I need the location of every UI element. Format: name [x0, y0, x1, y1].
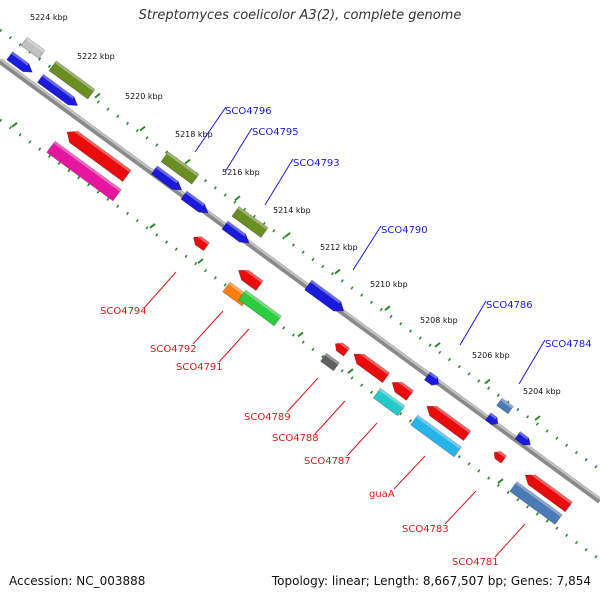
- callout-line: [346, 422, 378, 457]
- genome-backbone: [0, 58, 600, 504]
- gene-feature: [160, 151, 200, 185]
- callout-line: [518, 339, 546, 385]
- scale-tick: [384, 305, 391, 311]
- gene-feature: [231, 206, 269, 238]
- scale-tick: [284, 232, 291, 238]
- callout-line: [286, 377, 319, 413]
- scale-label: 5206 kbp: [472, 351, 510, 360]
- genome-backbone-highlight: [0, 58, 600, 500]
- gene-feature: [485, 412, 499, 426]
- scale-label: 5214 kbp: [273, 206, 311, 215]
- gene-label-bottom: SCO4791: [176, 362, 223, 373]
- scale-label: 5208 kbp: [420, 316, 458, 325]
- scale-tick: [297, 331, 304, 338]
- gene-feature: [423, 371, 439, 386]
- scale-label: 5218 kbp: [175, 130, 213, 139]
- gene-feature: [496, 397, 514, 415]
- gene-feature: [66, 126, 132, 182]
- gene-label-top: SCO4784: [545, 339, 592, 350]
- callout-line: [393, 455, 426, 490]
- gene-label-bottom: SCO4781: [452, 557, 499, 568]
- dotted-guides: [0, 28, 600, 562]
- scale-tick: [434, 342, 441, 348]
- gene-label-bottom: SCO4783: [402, 524, 449, 535]
- gene-label-bottom: guaA: [369, 489, 395, 500]
- accession-text: Accession: NC_003888: [9, 574, 146, 588]
- callout-line: [352, 225, 382, 271]
- scale-tick: [497, 478, 504, 484]
- scale-tick: [347, 368, 354, 374]
- gene-feature: [335, 339, 351, 357]
- callout-line: [144, 271, 177, 308]
- gene-feature: [372, 387, 406, 417]
- gene-label-bottom: SCO4794: [100, 306, 147, 317]
- gene-label-top: SCO4795: [252, 127, 299, 138]
- gene-feature: [524, 470, 573, 513]
- scale-tick: [149, 223, 156, 229]
- gene-label-top: SCO4796: [225, 106, 272, 117]
- gene-feature: [6, 51, 33, 73]
- gene-feature: [221, 220, 250, 244]
- scale-tick: [184, 158, 191, 165]
- gene-feature: [37, 73, 79, 106]
- gene-feature: [353, 349, 391, 384]
- scale-label: 5210 kbp: [370, 280, 408, 289]
- gene-feature: [426, 401, 472, 442]
- scale-labels: 5224 kbp 5222 kbp 5220 kbp 5218 kbp 5216 kbp…: [30, 13, 561, 396]
- scale-tick: [11, 122, 18, 128]
- scale-tick: [234, 195, 241, 202]
- genome-stats: Topology: linear; Length: 8,667,507 bp; …: [271, 574, 591, 588]
- gene-label-bottom: SCO4788: [272, 433, 319, 444]
- gene-features: [6, 37, 573, 525]
- scale-label: 5216 kbp: [222, 168, 260, 177]
- gene-feature: [391, 377, 414, 401]
- callout-line: [218, 328, 250, 363]
- gene-feature: [20, 37, 46, 59]
- scale-tick: [197, 258, 204, 264]
- scale-tick: [94, 92, 101, 99]
- gene-feature: [320, 352, 340, 372]
- callout-line: [224, 127, 253, 173]
- callout-line: [494, 523, 526, 558]
- gene-callouts: [144, 106, 546, 558]
- gene-feature: [509, 481, 563, 525]
- callout-line: [314, 400, 346, 435]
- gene-label-top: SCO4790: [381, 225, 428, 236]
- gene-feature: [180, 190, 209, 214]
- scale-label: 5204 kbp: [523, 387, 561, 396]
- gene-feature: [150, 165, 183, 191]
- scale-tick: [139, 125, 146, 132]
- gene-label-top: SCO4786: [486, 300, 533, 311]
- callout-line: [264, 158, 294, 206]
- gene-label-top: SCO4793: [293, 158, 340, 169]
- gene-labels: SCO4796SCO4795SCO4793SCO4790SCO4786SCO47…: [100, 106, 592, 568]
- gene-feature: [514, 431, 531, 446]
- map-title: Streptomyces coelicolor A3(2), complete …: [138, 8, 462, 23]
- gene-label-bottom: SCO4792: [150, 344, 197, 355]
- scale-tick: [334, 268, 341, 275]
- gene-label-bottom: SCO4787: [304, 456, 351, 467]
- scale-tick: [534, 415, 541, 421]
- gene-feature: [193, 233, 210, 252]
- callout-line: [194, 106, 227, 153]
- gene-feature: [238, 289, 282, 327]
- gene-feature: [304, 279, 345, 312]
- scale-tick: [484, 378, 491, 385]
- scale-label: 5220 kbp: [125, 92, 163, 101]
- gene-feature: [46, 140, 122, 202]
- callout-line: [192, 310, 224, 345]
- callout-line: [459, 300, 487, 346]
- gene-feature: [48, 60, 96, 100]
- gene-feature: [238, 265, 264, 291]
- guide-bottom: [0, 118, 600, 562]
- scale-label: 5224 kbp: [30, 13, 68, 22]
- scale-label: 5222 kbp: [77, 52, 115, 61]
- gene-feature: [410, 414, 462, 458]
- callout-line: [444, 490, 477, 525]
- scale-label: 5212 kbp: [320, 243, 358, 252]
- gene-feature: [493, 448, 507, 464]
- gene-label-bottom: SCO4789: [244, 412, 291, 423]
